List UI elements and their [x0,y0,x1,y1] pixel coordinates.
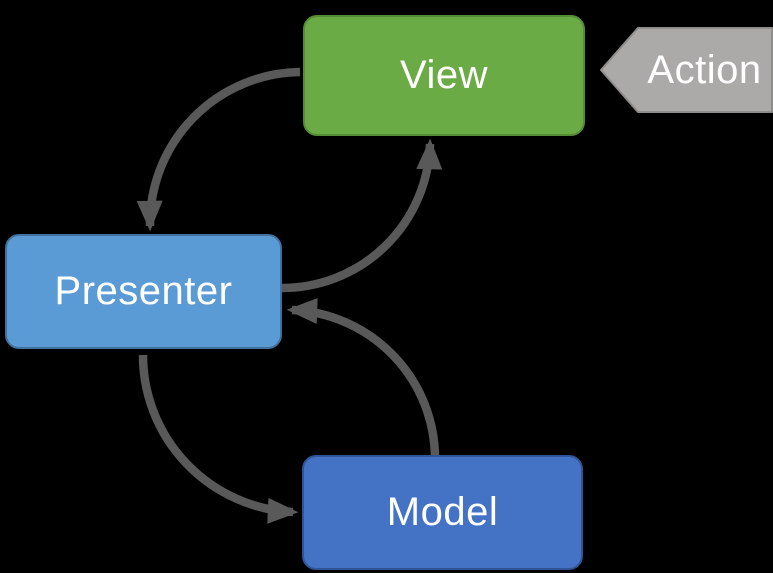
node-action: Action [636,28,773,112]
node-model-label: Model [386,490,499,534]
node-presenter-label: Presenter [54,269,233,313]
node-model: Model [302,455,583,570]
node-view-label: View [400,53,488,97]
arrow-view-to-presenter [136,67,301,232]
arrow-model-to-presenter [286,298,440,459]
arrow-presenter-to-model [138,354,299,524]
node-action-label: Action [647,47,762,92]
node-presenter: Presenter [5,234,282,349]
action-pentagon-arrow-shape [600,27,773,113]
node-view: View [303,15,585,136]
arrow-presenter-to-view [281,138,443,293]
